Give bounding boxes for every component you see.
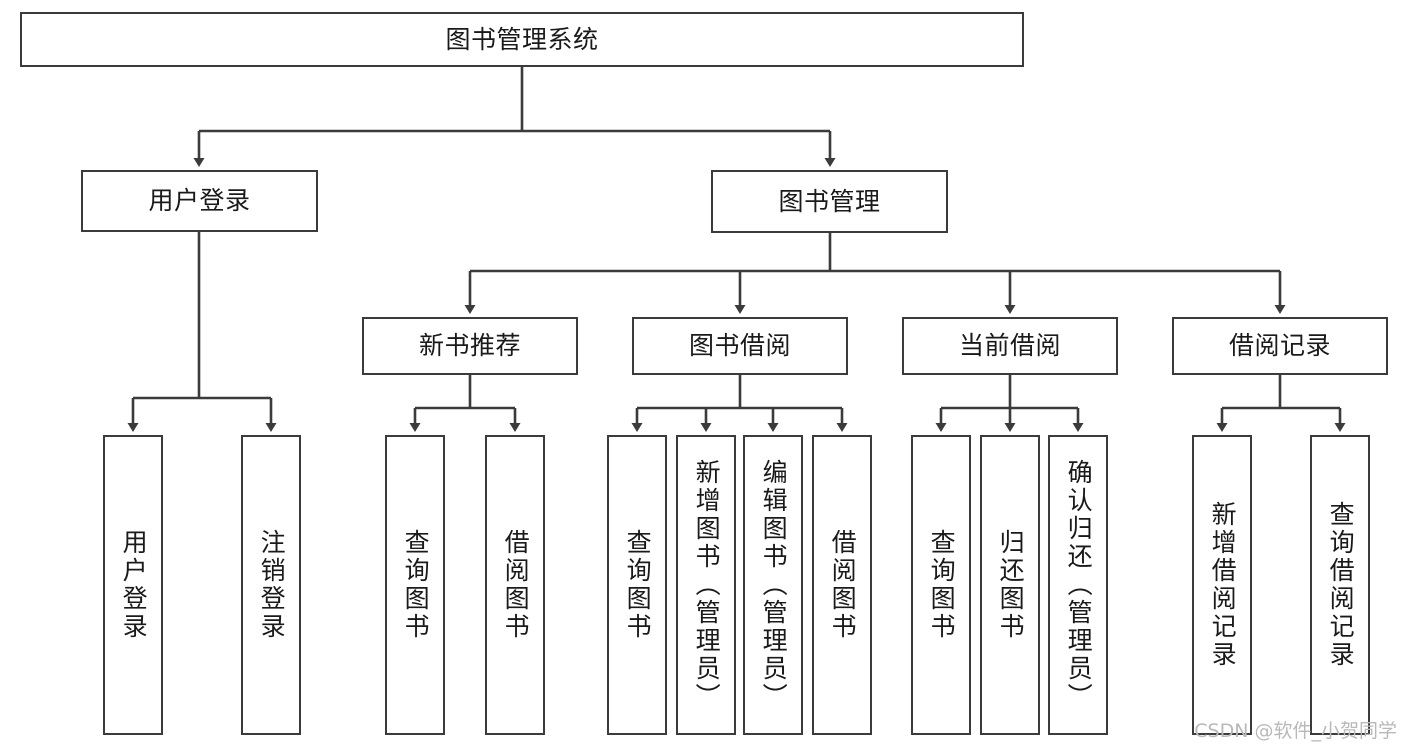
node-user-login[interactable]: 用户登录	[81, 170, 318, 232]
node-leaf-edit-book-label: 编辑图书（管理员）	[759, 459, 789, 711]
node-current-borrow-label: 当前借阅	[958, 331, 1061, 361]
node-root[interactable]: 图书管理系统	[20, 12, 1024, 67]
watermark-text: CSDN @软件_小贺同学	[1194, 720, 1397, 742]
node-leaf-query-book-2[interactable]: 查询图书	[607, 435, 667, 735]
node-leaf-query-record-label: 查询借阅记录	[1326, 501, 1356, 669]
node-leaf-query-book-3-label: 查询图书	[927, 529, 957, 641]
node-leaf-add-book-label: 新增图书（管理员）	[692, 459, 722, 711]
node-user-login-label: 用户登录	[148, 186, 251, 216]
node-leaf-add-record-label: 新增借阅记录	[1208, 501, 1238, 669]
node-leaf-borrow-book-1[interactable]: 借阅图书	[485, 435, 545, 735]
node-book-management-label: 图书管理	[778, 186, 881, 216]
node-leaf-query-book-2-label: 查询图书	[623, 529, 653, 641]
node-leaf-query-book-1-label: 查询图书	[401, 529, 431, 641]
node-leaf-user-login[interactable]: 用户登录	[103, 435, 163, 735]
node-leaf-user-logout-label: 注销登录	[257, 529, 287, 641]
node-borrow-record[interactable]: 借阅记录	[1172, 317, 1388, 375]
node-leaf-confirm-return[interactable]: 确认归还（管理员）	[1048, 435, 1108, 735]
node-leaf-return-book[interactable]: 归还图书	[980, 435, 1040, 735]
node-book-management[interactable]: 图书管理	[711, 170, 948, 233]
node-root-label: 图书管理系统	[445, 24, 599, 54]
node-leaf-return-book-label: 归还图书	[996, 529, 1026, 641]
node-leaf-query-record[interactable]: 查询借阅记录	[1310, 435, 1370, 735]
node-leaf-query-book-3[interactable]: 查询图书	[911, 435, 971, 735]
node-leaf-add-book[interactable]: 新增图书（管理员）	[676, 435, 736, 735]
node-leaf-user-login-label: 用户登录	[119, 529, 149, 641]
node-leaf-borrow-book-2-label: 借阅图书	[828, 529, 858, 641]
node-leaf-confirm-return-label: 确认归还（管理员）	[1064, 459, 1094, 711]
node-leaf-query-book-1[interactable]: 查询图书	[385, 435, 445, 735]
node-leaf-borrow-book-2[interactable]: 借阅图书	[812, 435, 872, 735]
node-current-borrow[interactable]: 当前借阅	[902, 317, 1118, 375]
node-leaf-edit-book[interactable]: 编辑图书（管理员）	[743, 435, 803, 735]
node-new-book-recommend[interactable]: 新书推荐	[362, 317, 578, 375]
node-borrow-record-label: 借阅记录	[1228, 331, 1331, 361]
node-leaf-borrow-book-1-label: 借阅图书	[501, 529, 531, 641]
node-book-borrow[interactable]: 图书借阅	[632, 317, 848, 375]
node-new-book-recommend-label: 新书推荐	[418, 331, 521, 361]
node-leaf-user-logout[interactable]: 注销登录	[241, 435, 301, 735]
node-book-borrow-label: 图书借阅	[688, 331, 791, 361]
node-leaf-add-record[interactable]: 新增借阅记录	[1192, 435, 1252, 735]
